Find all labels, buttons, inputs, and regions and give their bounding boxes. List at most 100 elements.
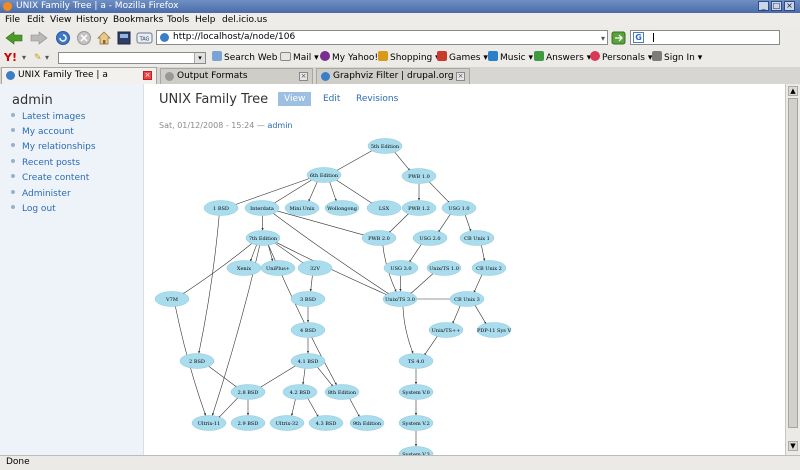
url-dropdown-icon[interactable]: ▾	[601, 32, 605, 45]
tab-unix-family-tree[interactable]: UNIX Family Tree | a ×	[1, 67, 157, 85]
graph-node-usg30: USG 3.0	[384, 261, 418, 276]
scroll-down-icon[interactable]: ▼	[788, 441, 798, 451]
graph-node-8th: 8th Edition	[325, 385, 359, 400]
graph-node-label: V7M	[165, 297, 178, 303]
graph-node-label: System V.2	[402, 421, 430, 427]
tab-favicon	[321, 72, 330, 81]
sidebar-item-my-account[interactable]: My account	[11, 127, 74, 137]
graph-node-label: 3 BSD	[300, 297, 316, 303]
graph-node-sysv2: System V.2	[399, 416, 433, 431]
menu-edit[interactable]: Edit	[27, 13, 44, 27]
bullet-icon	[11, 128, 15, 132]
menu-view[interactable]: View	[50, 13, 71, 27]
pencil-icon[interactable]: ✎	[34, 49, 42, 67]
graph-node-label: CB Unix 3	[454, 297, 480, 303]
google-icon[interactable]: G	[633, 32, 644, 43]
graph-node-label: TS 4.0	[408, 359, 424, 365]
tab-bar: UNIX Family Tree | a × Output Formats × …	[0, 67, 800, 85]
graph-node-label: PDP-11 Sys V	[477, 328, 512, 334]
menu-bookmarks[interactable]: Bookmarks	[113, 13, 163, 27]
answers-icon	[534, 51, 544, 61]
back-button[interactable]	[3, 30, 25, 46]
go-button[interactable]	[611, 30, 627, 46]
sign-in-button[interactable]: Sign In ▾	[652, 49, 702, 67]
yahoo-search-input[interactable]: ▾	[58, 52, 206, 64]
close-window-icon[interactable]: ×	[784, 1, 795, 11]
scroll-up-icon[interactable]: ▲	[788, 86, 798, 96]
graph-node-32v: 32V	[298, 261, 332, 276]
url-bar[interactable]: http://localhost/a/node/106 ▾	[156, 30, 608, 45]
close-tab-icon[interactable]: ×	[456, 72, 465, 81]
personals-button[interactable]: Personals ▾	[590, 49, 652, 67]
graph-node-label: 6th Edition	[310, 173, 339, 179]
graph-node-lbsd: 1 BSD	[204, 201, 238, 216]
graph-edge-6th-miniunix	[309, 182, 318, 202]
yahoo-menu-icon[interactable]: ▾	[22, 49, 26, 67]
games-button[interactable]: Games ▾	[437, 49, 488, 67]
graph-node-41bsd: 4.1 BSD	[291, 354, 325, 369]
graph-node-5th: 5th Edition	[368, 139, 402, 154]
minimize-icon[interactable]: _	[758, 1, 769, 11]
graph-edge-lbsd-2bsd	[199, 216, 219, 353]
main-content: UNIX Family Tree View Edit Revisions Sat…	[144, 84, 785, 455]
search-input[interactable]: G	[630, 30, 780, 45]
stop-button[interactable]	[76, 30, 94, 46]
graph-edge-usg20-usg30	[409, 244, 421, 263]
sidebar-item-create-content[interactable]: Create content	[11, 173, 89, 183]
maximize-icon[interactable]: □	[771, 1, 782, 11]
sidebar-item-latest-images[interactable]: Latest images	[11, 112, 85, 122]
menu-bar: File Edit View History Bookmarks Tools H…	[0, 13, 800, 27]
graph-edge-5th-pwb10	[394, 151, 410, 171]
search-web-button[interactable]: Search Web ▾	[212, 49, 285, 67]
tab-output-formats[interactable]: Output Formats ×	[160, 68, 313, 84]
menu-help[interactable]: Help	[195, 13, 216, 27]
my-yahoo-button[interactable]: My Yahoo!	[320, 49, 378, 67]
tab-graphviz-filter[interactable]: Graphviz Filter | drupal.org ×	[316, 68, 470, 84]
forward-button[interactable]	[28, 30, 50, 46]
graph-edge-6th-interdata	[273, 179, 314, 205]
mail-button[interactable]: Mail ▾	[280, 49, 319, 67]
answers-button[interactable]: Answers ▾	[534, 49, 591, 67]
reload-button[interactable]	[55, 30, 73, 46]
yahoo-logo-icon[interactable]: Y!	[4, 49, 17, 67]
graph-edge-usg10-cb1	[465, 215, 471, 231]
graph-node-unixts10: Unix/TS 1.0	[427, 261, 461, 276]
sidebar-item-log-out[interactable]: Log out	[11, 204, 56, 214]
menu-history[interactable]: History	[76, 13, 108, 27]
graph-node-6th: 6th Edition	[307, 168, 341, 183]
menu-tools[interactable]: Tools	[167, 13, 189, 27]
menu-file[interactable]: File	[5, 13, 20, 27]
close-tab-icon[interactable]: ×	[299, 72, 308, 81]
svg-text:TAG: TAG	[139, 37, 150, 43]
bookmark-page-icon[interactable]	[116, 30, 134, 46]
sidebar-item-administer[interactable]: Administer	[11, 189, 71, 199]
graph-node-label: Xenix	[237, 266, 251, 272]
music-icon	[488, 51, 498, 61]
graph-node-xenix: Xenix	[227, 261, 261, 276]
scrollbar-thumb[interactable]	[788, 98, 798, 428]
graph-node-label: 7th Edition	[249, 236, 278, 242]
status-bar: Done	[0, 455, 800, 470]
graph-node-label: 2.8 BSD	[238, 390, 259, 396]
graph-node-label: USG 3.0	[390, 266, 411, 272]
sidebar-item-my-relationships[interactable]: My relationships	[11, 142, 96, 152]
menu-delicious[interactable]: del.icio.us	[222, 13, 267, 27]
graph-edge-2bsd-28bsd	[207, 365, 238, 388]
home-button[interactable]	[96, 30, 114, 46]
yahoo-search-dropdown-icon[interactable]: ▾	[194, 53, 205, 63]
vertical-scrollbar[interactable]: ▲ ▼	[785, 84, 800, 455]
close-tab-icon[interactable]: ×	[143, 71, 152, 80]
tag-icon[interactable]: TAG	[136, 30, 154, 46]
graph-edge-28bsd-ultrix11	[218, 397, 238, 418]
text-caret	[653, 33, 654, 42]
graph-node-label: PWB 2.0	[368, 236, 390, 242]
shopping-button[interactable]: Shopping ▾	[378, 49, 440, 67]
graph-edge-unixtspp-ts40	[424, 336, 437, 356]
shopping-icon	[378, 51, 388, 61]
sidebar-item-recent-posts[interactable]: Recent posts	[11, 158, 80, 168]
graph-node-unixtspp: Unix/TS++	[429, 323, 463, 338]
music-button[interactable]: Music ▾	[488, 49, 533, 67]
pencil-menu-icon[interactable]: ▾	[45, 49, 49, 67]
status-text: Done	[6, 456, 30, 469]
